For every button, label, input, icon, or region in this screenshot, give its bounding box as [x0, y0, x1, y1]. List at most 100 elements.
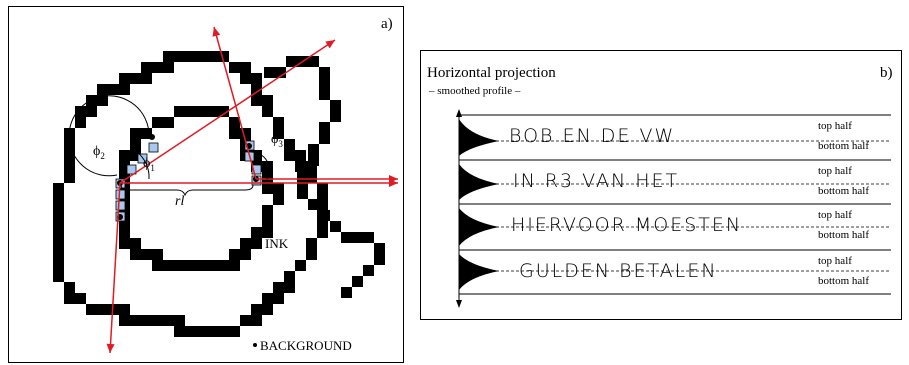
ink-pixel	[119, 73, 130, 84]
ink-pixel	[218, 51, 229, 62]
ink-pixel	[152, 315, 163, 326]
top-half-label: top half	[818, 255, 852, 267]
ink-pixel	[152, 260, 163, 271]
ink-pixel	[251, 238, 262, 249]
ink-pixel	[317, 227, 328, 238]
arrow-head	[389, 175, 398, 183]
ink-pixel	[141, 62, 152, 73]
ink-pixel	[251, 150, 262, 161]
ink-pixel	[119, 216, 130, 227]
ink-pixel	[141, 249, 152, 260]
panel-b-tag: b)	[880, 65, 893, 81]
ink-pixel	[53, 183, 64, 194]
ink-pixel	[240, 62, 251, 73]
outer-ink-contour	[53, 51, 385, 337]
ink-pixel	[262, 227, 273, 238]
contour-figure	[53, 26, 398, 354]
ink-pixel	[273, 282, 284, 293]
ink-pixel	[275, 67, 286, 78]
ink-pixel	[53, 238, 64, 249]
background-dot	[253, 343, 257, 347]
ink-pixel	[207, 260, 218, 271]
ink-pixel	[284, 271, 295, 282]
ink-pixel	[185, 326, 196, 337]
ink-pixel	[251, 73, 262, 84]
ink-pixel	[119, 84, 130, 95]
ink-pixel	[251, 315, 262, 326]
arrow-line	[109, 182, 121, 354]
inner-ink-contour	[119, 106, 284, 271]
ink-pixel	[352, 232, 363, 243]
direction-arrows	[106, 26, 398, 354]
ink-pixel	[229, 62, 240, 73]
ink-pixel	[75, 293, 86, 304]
ink-pixel	[108, 84, 119, 95]
ink-pixel	[306, 172, 317, 183]
phi3-arc	[250, 151, 270, 180]
ink-pixel	[130, 150, 141, 161]
ink-pixel	[53, 249, 64, 260]
ink-pixel	[130, 249, 141, 260]
ink-pixel	[264, 67, 275, 78]
phi2-label: ϕ2	[93, 144, 105, 161]
ink-pixel	[319, 122, 330, 133]
ink-pixel	[152, 117, 163, 128]
ink-pixel	[297, 166, 308, 177]
ink-pixel	[185, 260, 196, 271]
bottom-half-label: bottom half	[818, 275, 870, 287]
ink-pixel	[119, 238, 130, 249]
ink-pixel	[308, 155, 319, 166]
ink-pixel	[53, 216, 64, 227]
panel-a-contour-diagram: a) ϕ2 ϕ1 ϕ3 rl INK BACKGROUND	[8, 6, 404, 363]
ink-pixel	[75, 106, 86, 117]
ink-pixel	[308, 144, 319, 155]
ink-pixel	[53, 260, 64, 271]
contour-pixel	[115, 200, 126, 211]
ink-pixel	[317, 183, 328, 194]
ink-pixel	[163, 260, 174, 271]
ink-pixel	[286, 56, 297, 67]
ink-pixel	[119, 194, 130, 205]
ink-pixel	[319, 133, 330, 144]
ink-pixel	[174, 326, 185, 337]
ink-pixel	[262, 161, 273, 172]
ink-pixel	[119, 304, 130, 315]
projection-figure	[456, 109, 891, 308]
ink-pixel	[64, 293, 75, 304]
ink-pixel	[53, 227, 64, 238]
ink-pixel	[308, 56, 319, 67]
ink-pixel	[374, 254, 385, 265]
ink-pixel	[119, 150, 130, 161]
ink-pixel	[163, 315, 174, 326]
ink-pixel	[229, 260, 240, 271]
ink-pixel	[306, 249, 317, 260]
ink-pixel	[207, 326, 218, 337]
ink-pixel	[64, 172, 75, 183]
ink-pixel	[141, 73, 152, 84]
ink-pixel	[86, 106, 97, 117]
projection-title: Horizontal projection	[427, 65, 556, 81]
axis-arrow-bottom	[456, 300, 462, 308]
ink-pixel	[163, 51, 174, 62]
ink-pixel	[119, 205, 130, 216]
arrow-line	[119, 39, 336, 184]
arrow-head	[212, 27, 221, 37]
ink-pixel	[119, 183, 130, 194]
ink-pixel	[251, 95, 262, 106]
ink-pixel	[317, 216, 328, 227]
panel-a-tag: a)	[381, 16, 393, 32]
ink-pixel	[295, 260, 306, 271]
top-half-label: top half	[818, 165, 852, 177]
projection-lines	[456, 109, 891, 308]
ink-pixel	[330, 111, 341, 122]
ink-pixel	[163, 117, 174, 128]
ink-pixel	[174, 315, 185, 326]
ink-pixel	[86, 95, 97, 106]
ink-pixel	[284, 150, 295, 161]
ink-pixel	[97, 84, 108, 95]
bottom-half-label: bottom half	[818, 185, 870, 197]
profile-peak	[459, 164, 499, 200]
ink-pixel	[262, 216, 273, 227]
ink-dot	[258, 241, 262, 245]
arrow-head	[325, 40, 335, 49]
